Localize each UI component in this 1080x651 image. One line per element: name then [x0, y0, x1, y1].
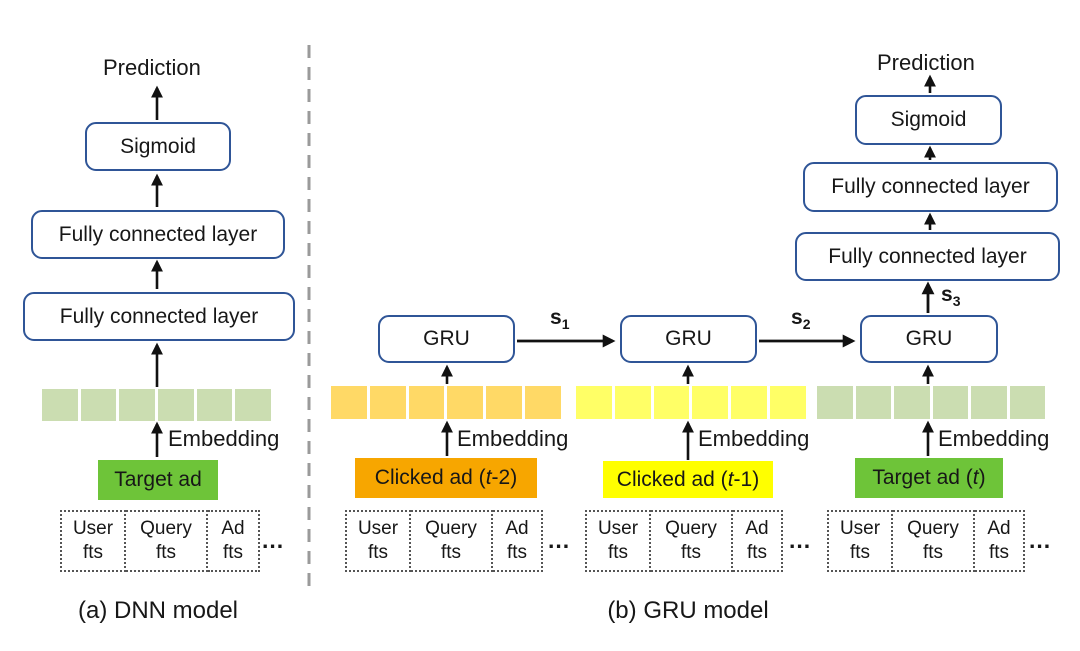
prediction-label-a: Prediction: [103, 55, 201, 80]
state-label-s1: s1: [550, 306, 570, 333]
embedding-cell: [331, 386, 367, 419]
sigmoid-box-b: Sigmoid: [855, 95, 1002, 145]
ellipsis-b1: ...: [548, 527, 571, 553]
embedding-cell: [408, 386, 445, 419]
embedding-cell: [932, 386, 968, 419]
gru-box-2: GRU: [620, 315, 757, 363]
fc-layer-bottom-box-a: Fully connected layer: [23, 292, 295, 341]
caption-b: (b) GRU model: [607, 597, 769, 624]
embedding-label-b1: Embedding: [457, 426, 569, 451]
embedding-cell: [80, 389, 117, 421]
ellipsis-b3: ...: [1029, 527, 1052, 553]
gru-box-1: GRU: [378, 315, 515, 363]
embedding-cell: [158, 389, 194, 421]
embedding-cell: [731, 386, 768, 419]
target-ad-box-a: Target ad: [98, 460, 218, 500]
embedding-cell: [447, 386, 484, 419]
embedding-cell: [119, 389, 155, 421]
embedding-cell: [196, 389, 233, 421]
ellipsis-a: ...: [262, 527, 285, 553]
embedding-cell: [653, 386, 690, 419]
sigmoid-box-a: Sigmoid: [85, 122, 231, 171]
embedding-cell: [1009, 386, 1045, 419]
state-label-s3: s3: [941, 283, 961, 310]
embedding-label-a: Embedding: [168, 426, 280, 451]
caption-a: (a) DNN model: [77, 597, 239, 624]
embedding-strip-b1: [331, 386, 561, 419]
embedding-cell: [486, 386, 523, 419]
embedding-label-b2: Embedding: [698, 426, 810, 451]
ellipsis-b2: ...: [789, 527, 812, 553]
embedding-strip-b2: [576, 386, 806, 419]
embedding-cell: [235, 389, 271, 421]
embedding-cell: [817, 386, 853, 419]
state-label-s2: s2: [791, 306, 811, 333]
embedding-cell: [855, 386, 891, 419]
embedding-cell: [894, 386, 930, 419]
embedding-cell: [692, 386, 729, 419]
clicked-ad-t1-box: Clicked ad (t-1): [603, 461, 773, 498]
target-ad-t-box: Target ad (t): [855, 458, 1003, 498]
embedding-cell: [576, 386, 612, 419]
embedding-cell: [525, 386, 561, 419]
gru-box-3: GRU: [860, 315, 998, 363]
embedding-strip-b3: [817, 386, 1045, 419]
clicked-ad-t2-box: Clicked ad (t-2): [355, 458, 537, 498]
prediction-label-b: Prediction: [877, 50, 975, 75]
fc-layer-top-box-a: Fully connected layer: [31, 210, 285, 259]
embedding-cell: [770, 386, 806, 419]
embedding-strip-a: [42, 389, 271, 421]
embedding-cell: [971, 386, 1007, 419]
fc-layer-bottom-box-b: Fully connected layer: [795, 232, 1060, 281]
embedding-cell: [42, 389, 78, 421]
embedding-label-b3: Embedding: [938, 426, 1050, 451]
fc-layer-top-box-b: Fully connected layer: [803, 162, 1058, 212]
embedding-cell: [369, 386, 406, 419]
embedding-cell: [614, 386, 651, 419]
